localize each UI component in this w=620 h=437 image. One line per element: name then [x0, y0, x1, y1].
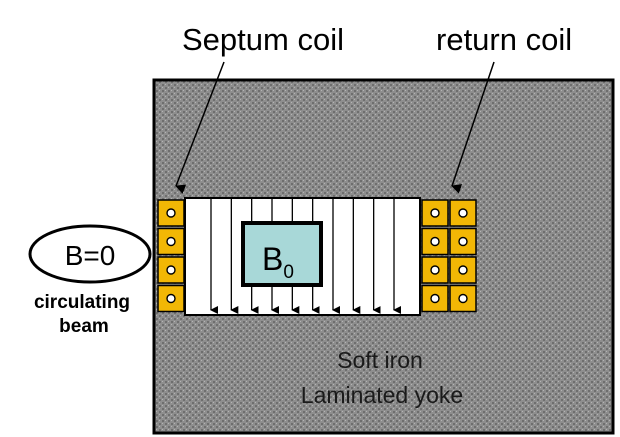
beam-field-label: B=0	[65, 240, 116, 271]
yoke-label-line2: Laminated yoke	[301, 382, 463, 408]
coil-conductor	[157, 256, 185, 284]
beam-label: beam	[59, 316, 109, 337]
b0-label: B0	[262, 241, 294, 283]
coil-conductor	[157, 284, 185, 313]
return-coil-leader	[451, 61, 495, 194]
coil-conductor	[449, 199, 477, 227]
return-coil	[421, 199, 477, 313]
septum-coil-label: Septum coil	[182, 22, 344, 57]
coil-conductor	[157, 199, 185, 227]
coil-conductor	[449, 256, 477, 284]
coil-conductor	[421, 199, 449, 227]
yoke-label-line1: Soft iron	[337, 347, 423, 373]
septum-coil	[157, 199, 185, 313]
circulating-label: circulating	[34, 292, 130, 313]
circulating-beam-ellipse	[28, 224, 152, 284]
coil-conductor	[421, 256, 449, 284]
coil-conductor	[421, 227, 449, 256]
b0-box	[241, 221, 323, 287]
coil-conductor	[449, 227, 477, 256]
coil-conductor	[157, 227, 185, 256]
coil-conductor	[421, 284, 449, 313]
septum-coil-leader	[175, 61, 225, 194]
coil-conductor	[449, 284, 477, 313]
return-coil-label: return coil	[436, 22, 572, 57]
